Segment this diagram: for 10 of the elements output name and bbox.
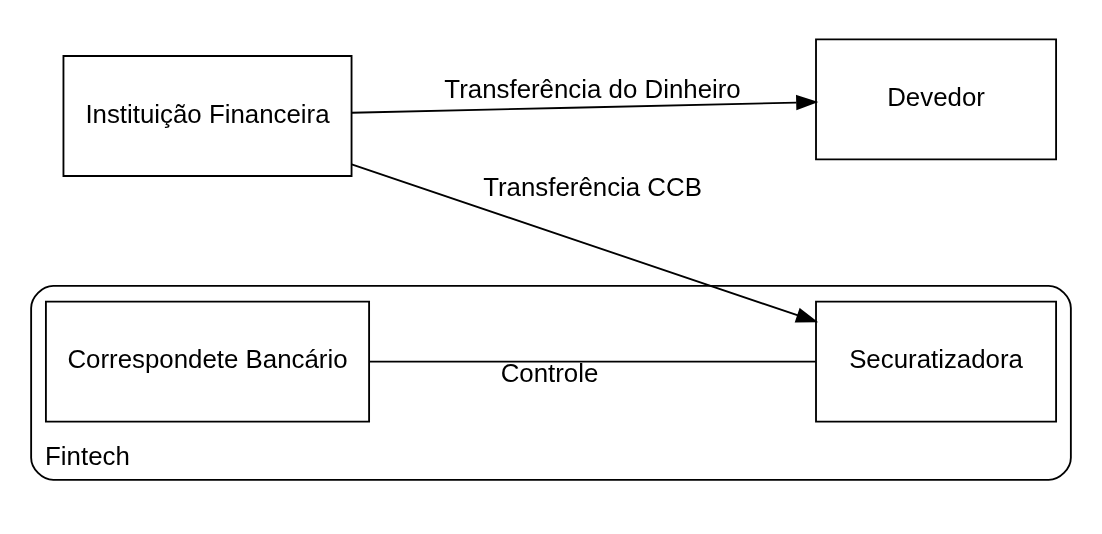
edge-label: Transferência do Dinheiro [444,74,741,103]
arrow [350,94,819,114]
node-box: Instituição Financeira [62,55,353,177]
node-box: Devedor [815,38,1057,161]
arrow [350,163,819,323]
edge-label: Transferência CCB [483,172,702,201]
node-box: Correspondete Bancário [45,300,370,423]
edge-label: Controle [500,359,599,388]
node-box: Securatizadora [815,300,1057,423]
connector [368,360,817,363]
